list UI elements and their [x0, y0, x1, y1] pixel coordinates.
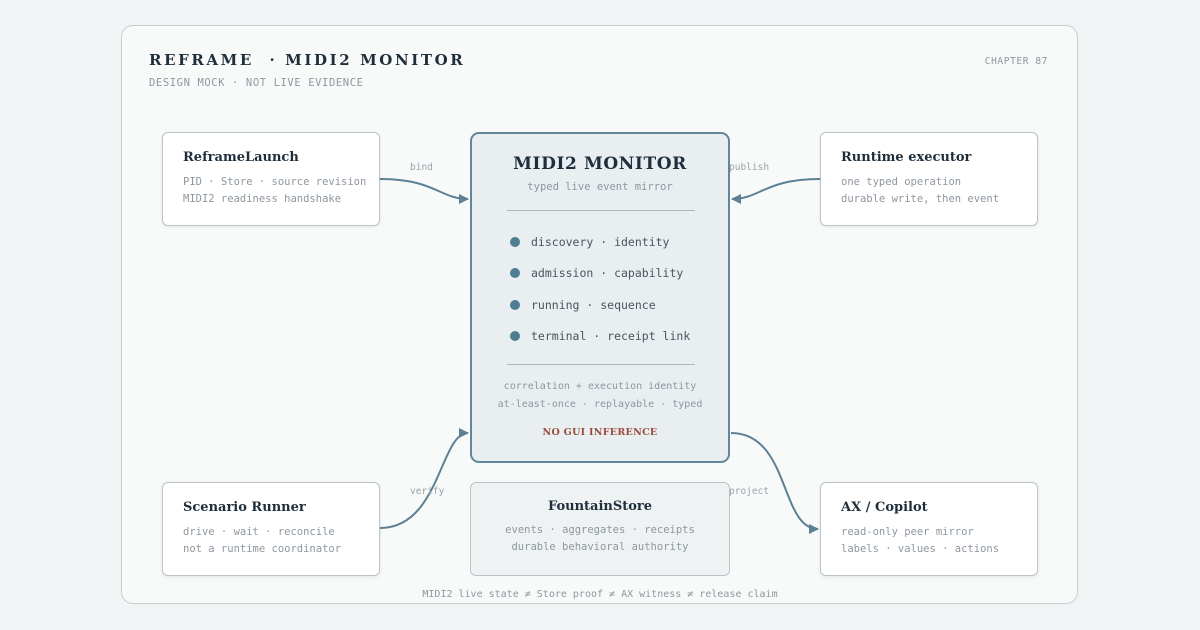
diagram-subtitle: DESIGN MOCK · NOT LIVE EVIDENCE — [149, 77, 364, 89]
node-title: Scenario Runner — [183, 500, 306, 515]
edge-bind — [379, 178, 469, 204]
monitor-divider — [507, 210, 695, 211]
stage-label: running · sequence — [531, 298, 656, 312]
node-fountain-store[interactable]: FountainStore events · aggregates · rece… — [470, 482, 730, 576]
node-detail: PID · Store · source revision — [183, 176, 367, 188]
node-reframe-launch[interactable]: ReframeLaunch PID · Store · source revis… — [162, 132, 380, 226]
stage-dot-icon — [510, 300, 520, 310]
edge-label-bind: bind — [410, 162, 433, 173]
stage-label: terminal · receipt link — [531, 329, 691, 343]
edge-verify — [379, 428, 469, 529]
node-detail: labels · values · actions — [841, 543, 1000, 555]
node-scenario-runner[interactable]: Scenario Runner drive · wait · reconcile… — [162, 482, 380, 576]
edge-project — [730, 432, 819, 534]
node-detail: durable behavioral authority — [511, 541, 689, 553]
stage-dot-icon — [510, 268, 520, 278]
edge-publish — [731, 178, 821, 204]
stage-label: admission · capability — [531, 266, 684, 280]
stage-dot-icon — [510, 331, 520, 341]
node-detail: not a runtime coordinator — [183, 543, 342, 555]
monitor-footnote: at-least-once · replayable · typed — [497, 399, 703, 410]
node-ax-copilot[interactable]: AX / Copilot read-only peer mirror label… — [820, 482, 1038, 576]
node-title: FountainStore — [547, 499, 653, 514]
monitor-subtitle: typed live event mirror — [527, 181, 673, 193]
chapter-label: CHAPTER 87 — [984, 56, 1048, 67]
node-detail: durable write, then event — [841, 193, 1000, 205]
monitor-divider — [507, 364, 695, 365]
node-detail: drive · wait · reconcile — [183, 526, 335, 538]
midi2-monitor-panel[interactable]: MIDI2 MONITOR typed live event mirror di… — [470, 132, 730, 463]
node-detail: MIDI2 readiness handshake — [183, 193, 342, 205]
stage-dot-icon — [510, 237, 520, 247]
monitor-footnote: correlation + execution identity — [503, 381, 697, 392]
monitor-title: MIDI2 MONITOR — [513, 154, 687, 174]
stage-label: discovery · identity — [531, 235, 670, 249]
node-detail: read-only peer mirror — [841, 526, 974, 538]
node-detail: events · aggregates · receipts — [505, 524, 695, 536]
node-runtime-executor[interactable]: Runtime executor one typed operation dur… — [820, 132, 1038, 226]
no-gui-inference-warning: NO GUI INFERENCE — [542, 427, 658, 438]
edge-label-project: project — [729, 486, 770, 497]
footer-note: MIDI2 live state ≠ Store proof ≠ AX witn… — [422, 589, 778, 600]
edge-label-verify: verify — [410, 486, 445, 497]
diagram-title: REFRAME · MIDI2 MONITOR — [149, 51, 466, 69]
node-title: AX / Copilot — [841, 500, 928, 515]
node-title: Runtime executor — [841, 150, 972, 165]
edge-label-publish: publish — [729, 162, 770, 173]
node-detail: one typed operation — [841, 176, 962, 188]
node-title: ReframeLaunch — [183, 150, 299, 165]
